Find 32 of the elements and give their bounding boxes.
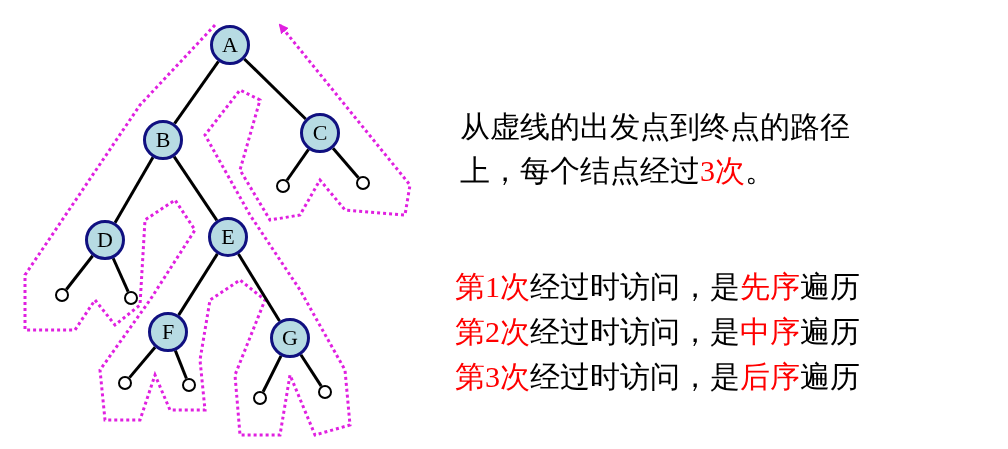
tree-edge [177, 253, 219, 316]
traversal-note: 第1次经过时访问，是先序遍历 [455, 269, 861, 305]
traversal-note: 第3次经过时访问，是后序遍历 [455, 359, 861, 395]
tree-edge [243, 57, 307, 121]
traversal-note: 第2次经过时访问，是中序遍历 [455, 314, 861, 350]
tree-edge [173, 60, 220, 125]
tree-edge [331, 147, 360, 179]
null-leaf-circle [318, 385, 332, 399]
tree-node-circle: A [210, 25, 250, 65]
tree-edge [173, 350, 188, 380]
tree-edge [113, 156, 155, 224]
tree-edge [128, 346, 157, 379]
null-leaf-circle [124, 291, 138, 305]
null-leaf-circle [356, 176, 370, 190]
tree-edge [261, 355, 283, 393]
null-leaf-circle [253, 391, 267, 405]
null-leaf-circle [276, 179, 290, 193]
tree-edge [285, 148, 310, 182]
tree-node-circle: G [270, 318, 310, 358]
tree-node-circle: C [300, 113, 340, 153]
tree-node-circle: E [208, 217, 248, 257]
tree-node-circle: F [148, 312, 188, 352]
tree-node-circle: B [143, 120, 183, 160]
tree-edge [65, 254, 94, 291]
null-leaf-circle [118, 376, 132, 390]
tree-edge [172, 155, 219, 222]
tree-node-circle: D [85, 220, 125, 260]
null-leaf-circle [182, 378, 196, 392]
tree-edge [237, 253, 281, 322]
tree-edge [111, 257, 130, 293]
null-leaf-circle [55, 288, 69, 302]
description-text: 从虚线的出发点到终点的路径上，每个结点经过3次。 [460, 109, 851, 189]
